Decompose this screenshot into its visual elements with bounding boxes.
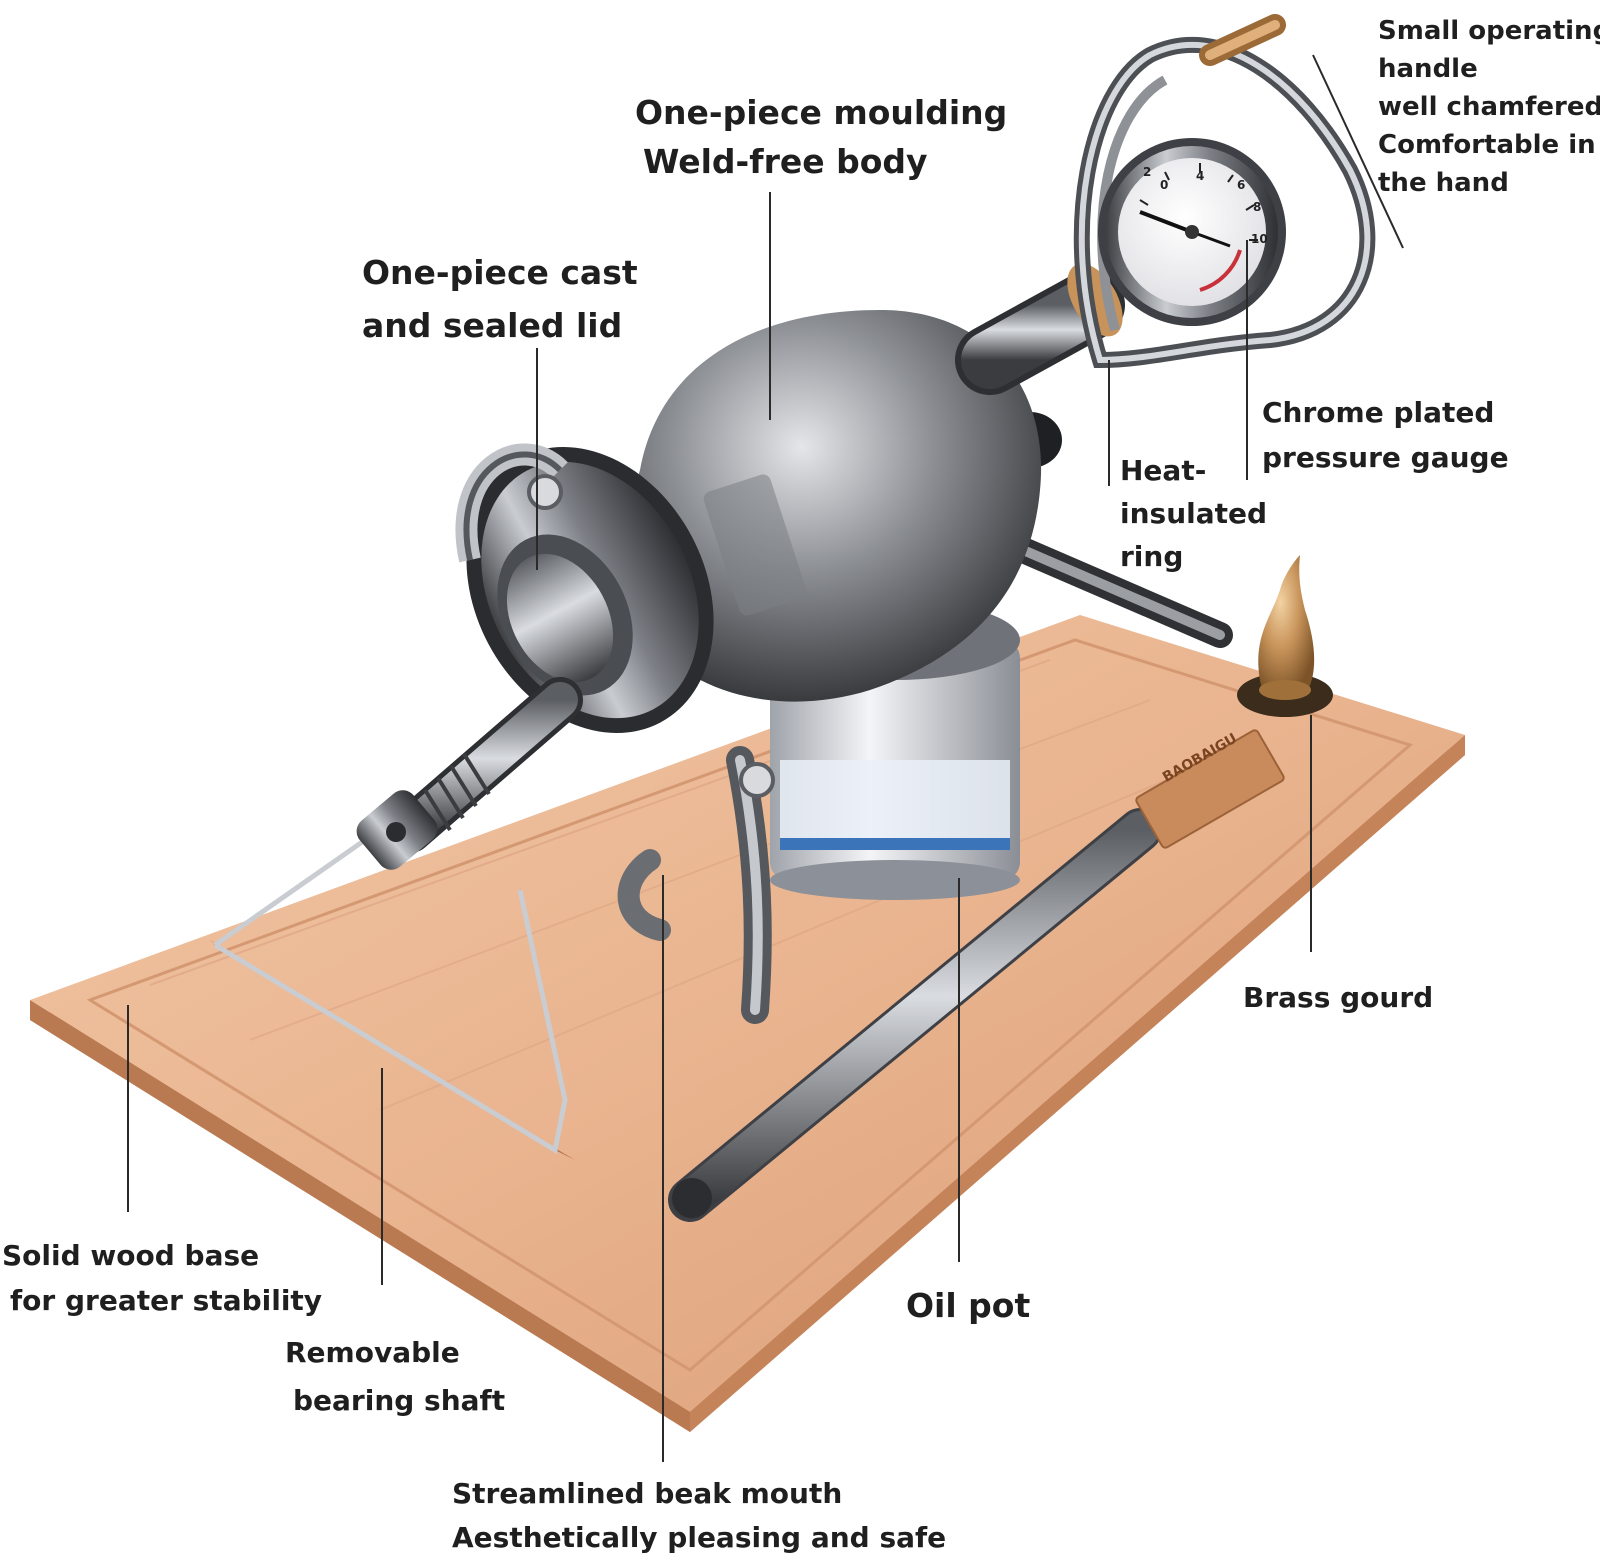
gauge-scale-4: 4 [1196,169,1205,183]
front-legs [617,746,772,1024]
label-line: Oil pot [906,1286,1031,1325]
gauge-scale-6: 6 [1237,178,1246,192]
label-line: bearing shaft [293,1384,506,1417]
label-line: for greater stability [10,1284,323,1317]
label-line: Brass gourd [1243,981,1434,1014]
handle-loop [1073,14,1376,369]
label-pressure-gauge: Chrome plated pressure gauge [1262,390,1509,480]
label-line: pressure gauge [1262,441,1509,474]
label-line: One-piece cast [362,253,638,292]
gauge-scale-2: 2 [1143,165,1152,179]
label-line: Removable [285,1336,460,1369]
label-line: ring [1120,540,1184,573]
label-line: Small operating [1378,16,1600,46]
label-sealed-lid: One-piece cast and sealed lid [362,246,638,352]
pressure-gauge [1098,138,1286,326]
gauge-scale-10: 10 [1251,232,1268,246]
label-line: Weld-free body [643,142,928,181]
brass-gourd [1237,555,1333,717]
bearing-shaft [356,677,583,870]
triangle-stand [210,837,575,1160]
roaster-drum [455,310,1042,798]
label-line: Comfortable in [1378,130,1596,160]
label-line: One-piece moulding [635,93,1008,132]
label-wood-base: Solid wood base for greater stability [2,1233,322,1323]
label-line: Solid wood base [2,1239,260,1272]
label-line: insulated [1120,497,1268,530]
label-one-piece-body: One-piece moulding Weld-free body [635,88,1007,186]
label-heat-ring: Heat- insulated ring [1120,449,1267,578]
label-line: Aesthetically pleasing and safe [452,1521,947,1554]
label-line: Streamlined beak mouth [452,1477,843,1510]
label-oil-pot: Oil pot [906,1281,1030,1330]
gauge-scale-0: 0 [1160,178,1169,192]
brand-plate [1135,729,1285,849]
oil-pot-can [770,600,1020,900]
label-beak-mouth: Streamlined beak mouth Aesthetically ple… [452,1472,946,1556]
label-line: handle [1378,54,1478,84]
label-line: and sealed lid [362,306,623,345]
leader-lines [127,54,1404,1462]
label-line: the hand [1378,168,1509,198]
label-line: Heat- [1120,454,1207,487]
label-brass-gourd: Brass gourd [1243,978,1433,1018]
steel-rod [668,808,1162,1222]
gauge-scale-8: 8 [1253,200,1262,214]
label-operating-handle: Small operating handle well chamfered Co… [1378,12,1600,202]
label-bearing-shaft: Removable bearing shaft [285,1329,505,1425]
label-line: Chrome plated [1262,396,1495,429]
label-line: well chamfered [1378,92,1600,122]
